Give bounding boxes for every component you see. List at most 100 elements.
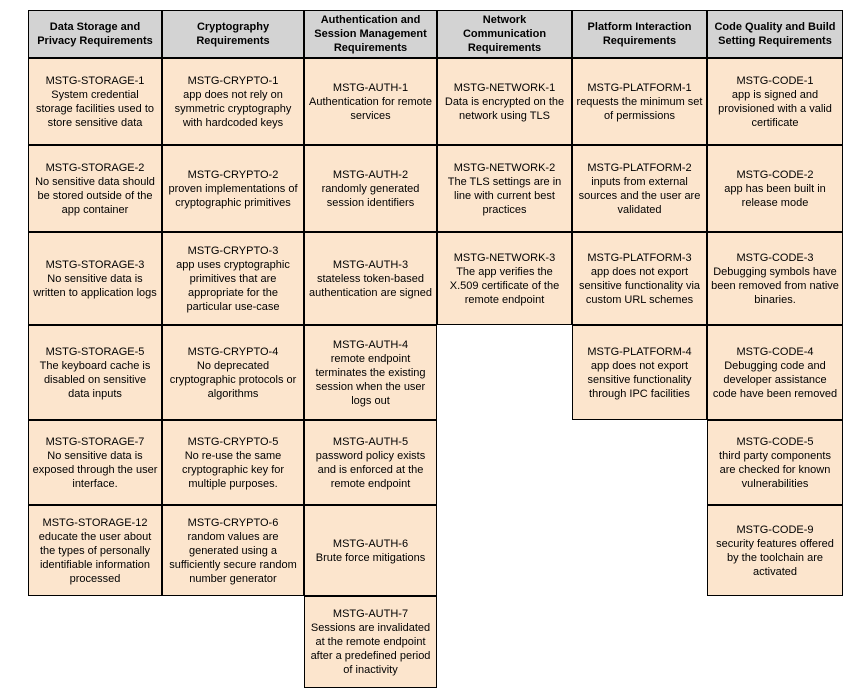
requirement-text: randomly generated session identifiers bbox=[321, 182, 420, 209]
cell-mstg-network-3: MSTG-NETWORK-3 The app verifies the X.50… bbox=[437, 232, 572, 325]
requirement-id: MSTG-CODE-3 bbox=[736, 251, 814, 264]
requirement-id: MSTG-CODE-1 bbox=[736, 74, 814, 87]
requirement-text: requests the minimum set of permissions bbox=[576, 95, 703, 122]
requirement-text: stateless token-based authentication are… bbox=[309, 272, 432, 299]
requirement-text: inputs from external sources and the use… bbox=[578, 175, 701, 216]
requirement-text: remote endpoint terminates the existing … bbox=[315, 352, 426, 407]
column-header-cryptography: Cryptography Requirements bbox=[162, 10, 304, 58]
cell-mstg-network-1: MSTG-NETWORK-1 Data is encrypted on the … bbox=[437, 58, 572, 145]
mstg-requirements-table: Data Storage and Privacy Requirements Cr… bbox=[28, 10, 843, 688]
requirement-text: No deprecated cryptographic protocols or… bbox=[169, 359, 297, 400]
requirement-id: MSTG-PLATFORM-3 bbox=[587, 251, 692, 264]
cell-mstg-code-1: MSTG-CODE-1 app is signed and provisione… bbox=[707, 58, 843, 145]
requirement-text: proven implementations of cryptographic … bbox=[168, 182, 298, 209]
requirement-text: The keyboard cache is disabled on sensit… bbox=[39, 359, 151, 400]
requirement-text: app does not export sensitive functional… bbox=[578, 265, 701, 306]
requirement-id: MSTG-PLATFORM-1 bbox=[587, 81, 692, 94]
column-header-code-quality: Code Quality and Build Setting Requireme… bbox=[707, 10, 843, 58]
requirement-id: MSTG-CODE-4 bbox=[736, 345, 814, 358]
requirement-id: MSTG-AUTH-2 bbox=[332, 168, 409, 181]
requirement-text: The app verifies the X.509 certificate o… bbox=[449, 265, 560, 306]
requirement-text: System credential storage facilities use… bbox=[35, 88, 154, 129]
requirement-text: No sensitive data is written to applicat… bbox=[33, 272, 157, 299]
requirement-id: MSTG-CODE-2 bbox=[736, 168, 814, 181]
cell-mstg-network-2: MSTG-NETWORK-2 The TLS settings are in l… bbox=[437, 145, 572, 232]
requirement-id: MSTG-NETWORK-2 bbox=[453, 161, 556, 174]
requirement-text: app is signed and provisioned with a val… bbox=[718, 88, 832, 129]
column-header-authentication: Authentication and Session Management Re… bbox=[304, 10, 437, 58]
requirement-text: random values are generated using a suff… bbox=[169, 530, 297, 585]
requirement-id: MSTG-CRYPTO-6 bbox=[187, 516, 279, 529]
cell-mstg-auth-7: MSTG-AUTH-7 Sessions are invalidated at … bbox=[304, 596, 437, 688]
cell-mstg-storage-5: MSTG-STORAGE-5 The keyboard cache is dis… bbox=[28, 325, 162, 420]
cell-mstg-platform-2: MSTG-PLATFORM-2 inputs from external sou… bbox=[572, 145, 707, 232]
cell-mstg-platform-4: MSTG-PLATFORM-4 app does not export sens… bbox=[572, 325, 707, 420]
requirement-text: Brute force mitigations bbox=[315, 551, 426, 564]
requirement-text: Debugging symbols have been removed from… bbox=[711, 265, 839, 306]
requirement-text: No sensitive data should be stored outsi… bbox=[35, 175, 155, 216]
cell-mstg-storage-2: MSTG-STORAGE-2 No sensitive data should … bbox=[28, 145, 162, 232]
requirement-text: Authentication for remote services bbox=[309, 95, 432, 122]
requirement-id: MSTG-AUTH-5 bbox=[332, 435, 409, 448]
cell-mstg-crypto-5: MSTG-CRYPTO-5 No re-use the same cryptog… bbox=[162, 420, 304, 505]
requirement-id: MSTG-CRYPTO-1 bbox=[187, 74, 279, 87]
cell-mstg-code-5: MSTG-CODE-5 third party components are c… bbox=[707, 420, 843, 505]
requirement-text: Sessions are invalidated at the remote e… bbox=[310, 622, 431, 676]
requirement-id: MSTG-CRYPTO-3 bbox=[187, 244, 279, 257]
requirement-text: security features offered by the toolcha… bbox=[716, 537, 834, 578]
requirement-id: MSTG-AUTH-1 bbox=[332, 81, 409, 94]
cell-mstg-auth-5: MSTG-AUTH-5 password policy exists and i… bbox=[304, 420, 437, 505]
requirement-id: MSTG-NETWORK-1 bbox=[453, 81, 556, 94]
requirement-text: Data is encrypted on the network using T… bbox=[444, 95, 565, 122]
requirement-id: MSTG-STORAGE-1 bbox=[45, 74, 145, 87]
requirement-text: password policy exists and is enforced a… bbox=[315, 449, 426, 490]
requirement-id: MSTG-CRYPTO-4 bbox=[187, 345, 279, 358]
requirement-id: MSTG-STORAGE-7 bbox=[45, 435, 145, 448]
requirement-text: The TLS settings are in line with curren… bbox=[447, 175, 562, 216]
requirement-id: MSTG-STORAGE-12 bbox=[42, 516, 148, 529]
cell-mstg-code-3: MSTG-CODE-3 Debugging symbols have been … bbox=[707, 232, 843, 325]
cell-mstg-auth-1: MSTG-AUTH-1 Authentication for remote se… bbox=[304, 58, 437, 145]
column-header-data-storage: Data Storage and Privacy Requirements bbox=[28, 10, 162, 58]
cell-mstg-code-4: MSTG-CODE-4 Debugging code and developer… bbox=[707, 325, 843, 420]
cell-mstg-crypto-2: MSTG-CRYPTO-2 proven implementations of … bbox=[162, 145, 304, 232]
cell-mstg-storage-1: MSTG-STORAGE-1 System credential storage… bbox=[28, 58, 162, 145]
cell-mstg-platform-1: MSTG-PLATFORM-1 requests the minimum set… bbox=[572, 58, 707, 145]
cell-mstg-crypto-3: MSTG-CRYPTO-3 app uses cryptographic pri… bbox=[162, 232, 304, 325]
requirement-id: MSTG-PLATFORM-4 bbox=[587, 345, 692, 358]
requirement-id: MSTG-AUTH-3 bbox=[332, 258, 409, 271]
requirement-id: MSTG-STORAGE-2 bbox=[45, 161, 145, 174]
requirement-id: MSTG-CRYPTO-2 bbox=[187, 168, 279, 181]
requirement-text: app does not rely on symmetric cryptogra… bbox=[174, 88, 292, 129]
cell-mstg-auth-4: MSTG-AUTH-4 remote endpoint terminates t… bbox=[304, 325, 437, 420]
requirement-text: app has been built in release mode bbox=[724, 182, 826, 209]
requirement-id: MSTG-PLATFORM-2 bbox=[587, 161, 692, 174]
cell-mstg-auth-2: MSTG-AUTH-2 randomly generated session i… bbox=[304, 145, 437, 232]
cell-mstg-storage-7: MSTG-STORAGE-7 No sensitive data is expo… bbox=[28, 420, 162, 505]
requirement-text: app does not export sensitive functional… bbox=[587, 359, 692, 400]
requirement-id: MSTG-AUTH-7 bbox=[332, 608, 409, 620]
cell-mstg-platform-3: MSTG-PLATFORM-3 app does not export sens… bbox=[572, 232, 707, 325]
requirement-id: MSTG-STORAGE-3 bbox=[45, 258, 145, 271]
requirement-id: MSTG-STORAGE-5 bbox=[45, 345, 145, 358]
cell-mstg-auth-3: MSTG-AUTH-3 stateless token-based authen… bbox=[304, 232, 437, 325]
requirement-id: MSTG-AUTH-6 bbox=[332, 537, 409, 550]
cell-mstg-storage-12: MSTG-STORAGE-12 educate the user about t… bbox=[28, 505, 162, 596]
cell-mstg-code-2: MSTG-CODE-2 app has been built in releas… bbox=[707, 145, 843, 232]
requirement-id: MSTG-AUTH-4 bbox=[332, 338, 409, 351]
cell-mstg-crypto-6: MSTG-CRYPTO-6 random values are generate… bbox=[162, 505, 304, 596]
requirement-text: educate the user about the types of pers… bbox=[38, 530, 152, 585]
cell-mstg-storage-3: MSTG-STORAGE-3 No sensitive data is writ… bbox=[28, 232, 162, 325]
cell-mstg-auth-6: MSTG-AUTH-6 Brute force mitigations bbox=[304, 505, 437, 596]
requirement-text: No re-use the same cryptographic key for… bbox=[181, 449, 285, 490]
cell-mstg-crypto-1: MSTG-CRYPTO-1 app does not rely on symme… bbox=[162, 58, 304, 145]
requirement-text: Debugging code and developer assistance … bbox=[712, 359, 838, 400]
column-header-platform: Platform Interaction Requirements bbox=[572, 10, 707, 58]
cell-mstg-code-9: MSTG-CODE-9 security features offered by… bbox=[707, 505, 843, 596]
requirement-text: No sensitive data is exposed through the… bbox=[32, 449, 158, 490]
column-header-network: Network Communication Requirements bbox=[437, 10, 572, 58]
cell-mstg-crypto-4: MSTG-CRYPTO-4 No deprecated cryptographi… bbox=[162, 325, 304, 420]
requirement-text: app uses cryptographic primitives that a… bbox=[176, 258, 290, 313]
requirement-text: third party components are checked for k… bbox=[719, 449, 831, 490]
